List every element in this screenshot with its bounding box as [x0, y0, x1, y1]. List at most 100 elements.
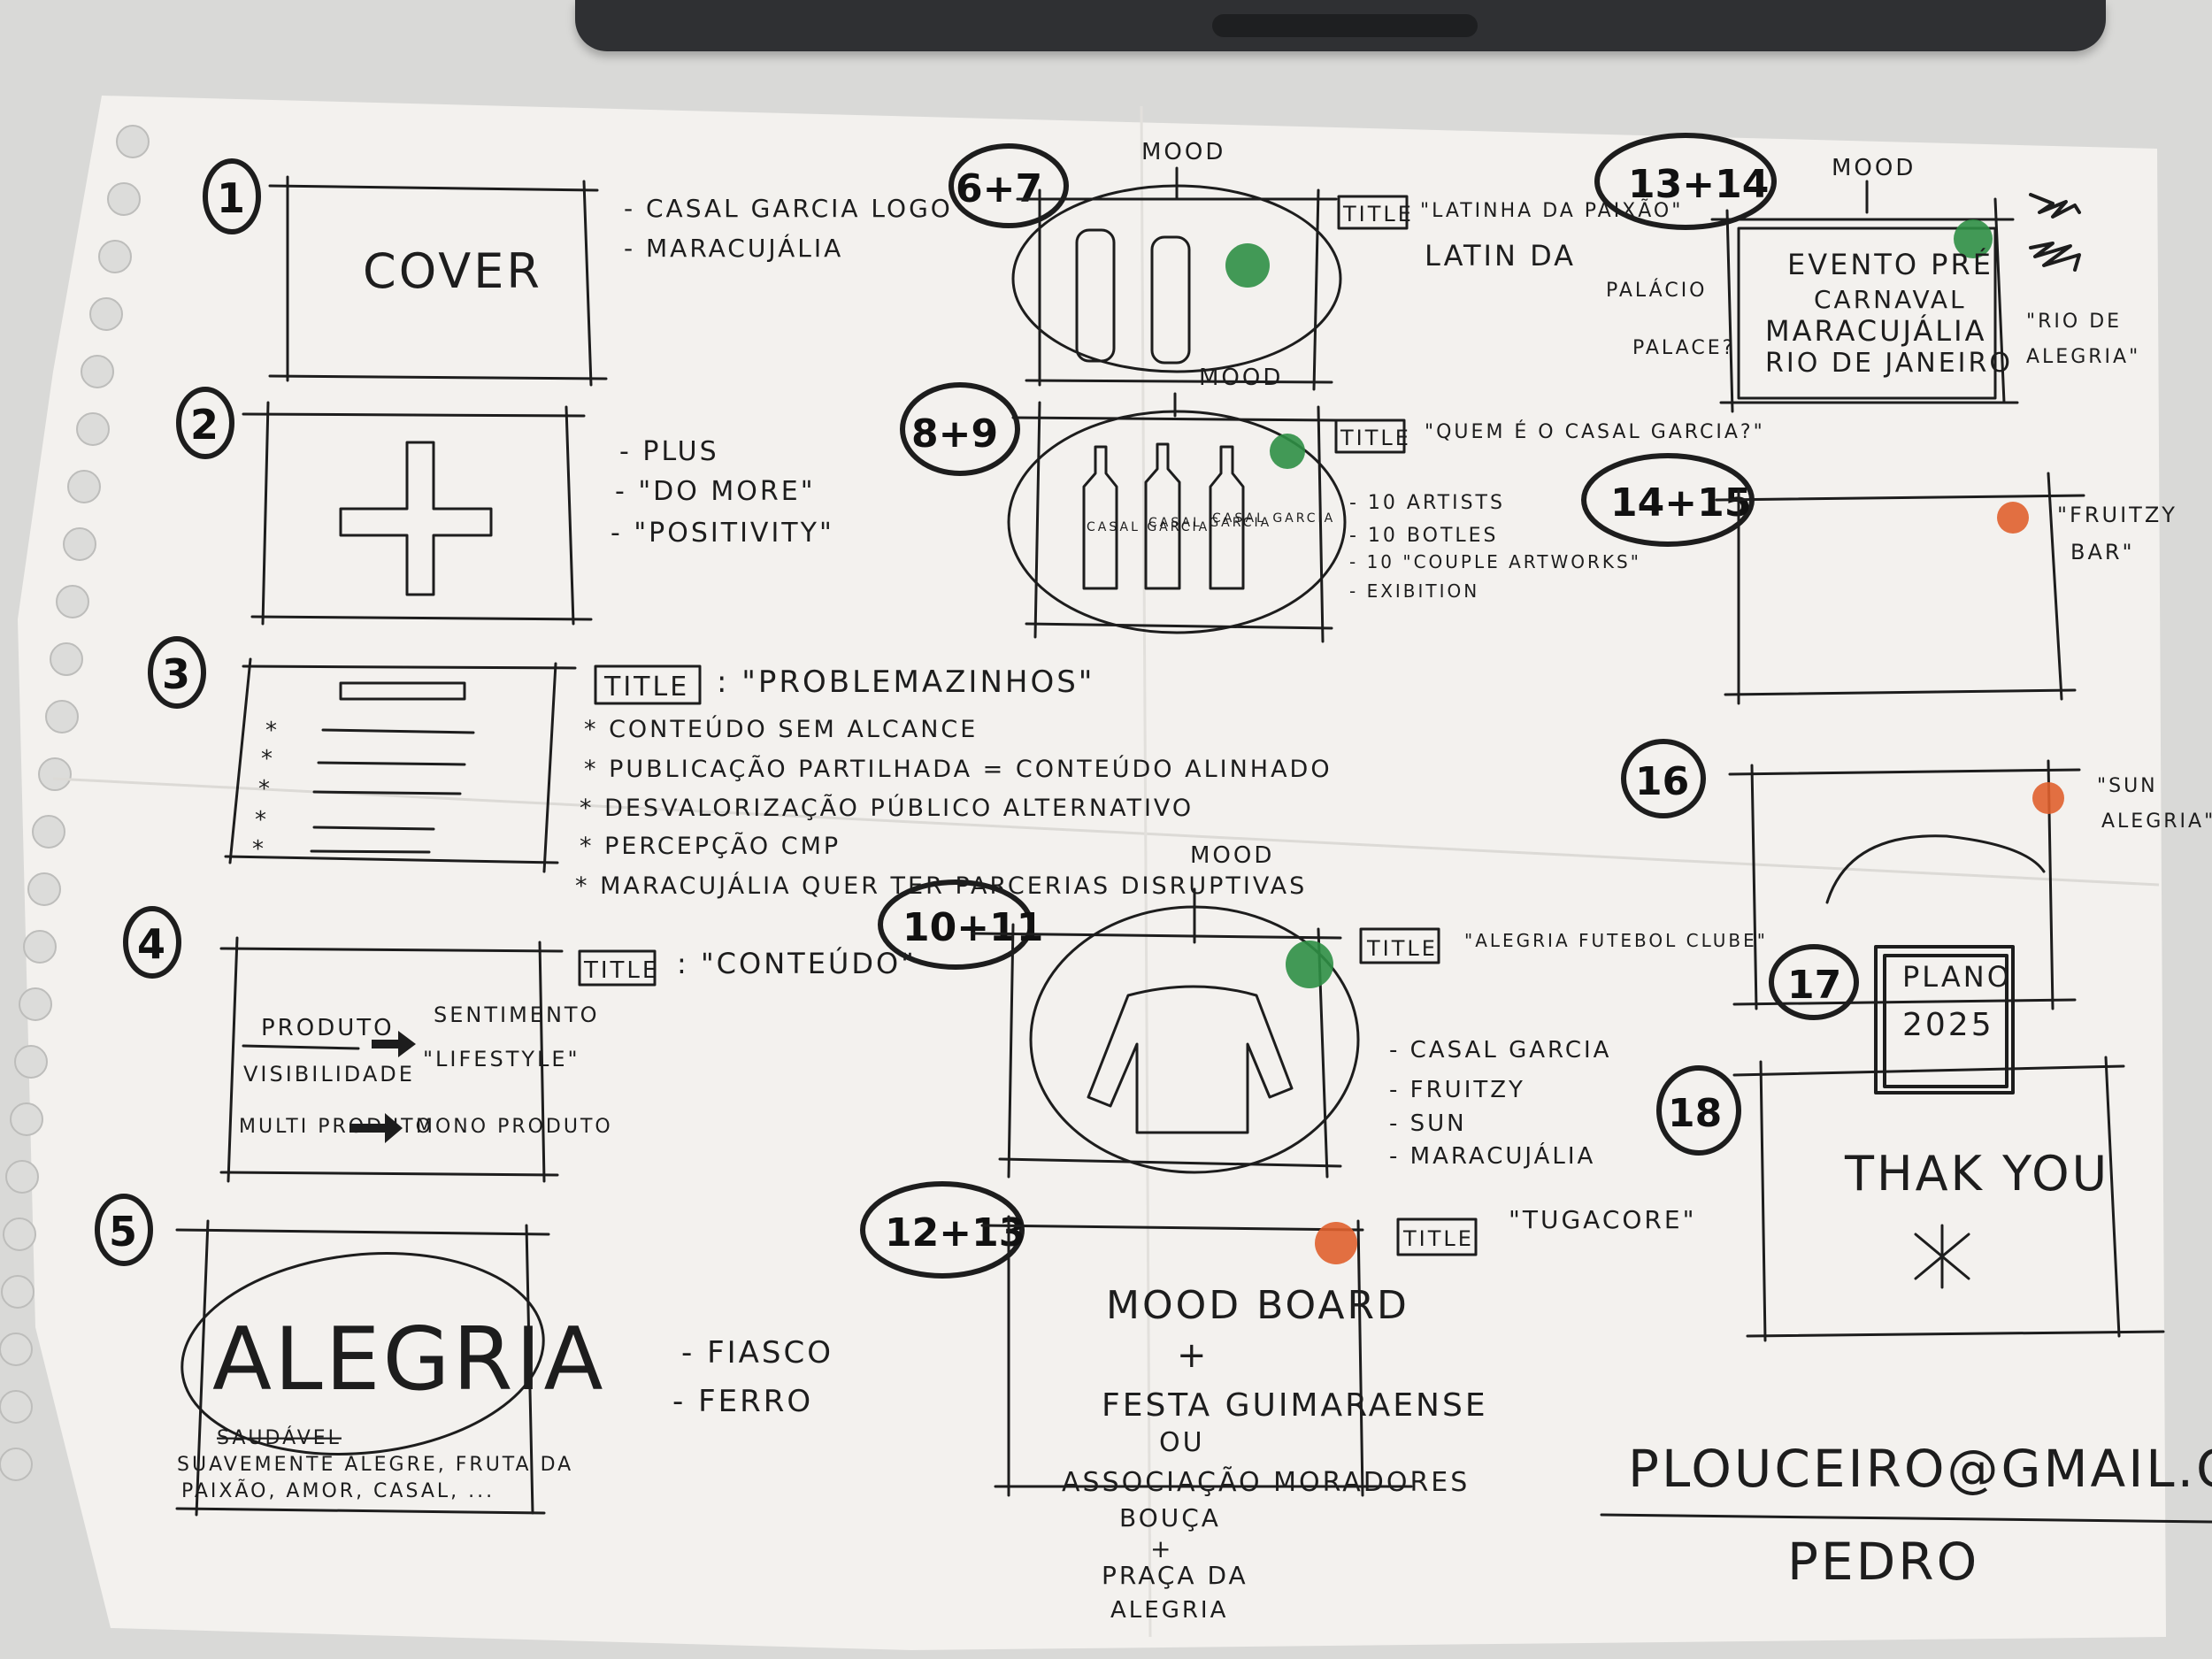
note-line: - FERRO [672, 1384, 813, 1419]
slide-content: ALEGRIA [212, 1310, 606, 1410]
svg-text:*: * [261, 746, 275, 772]
note-line: - SUN [1389, 1110, 1467, 1137]
content-text: VISIBILIDADE [243, 1062, 415, 1087]
slide-number: 14+15 [1610, 480, 1751, 526]
content-text: + [1177, 1335, 1210, 1376]
bullet-line: * PERCEPÇÃO CMP [580, 832, 841, 860]
content-text: RIO DE JANEIRO [1765, 348, 2013, 379]
slide-number: 12+13 [885, 1210, 1025, 1256]
green-dot [1286, 941, 1333, 988]
content-text: FESTA GUIMARAENSE [1102, 1387, 1488, 1424]
note-line: - 10 BOTLES [1349, 525, 1499, 547]
slide-title: "TUGACORE" [1509, 1205, 1696, 1234]
bullet-line: * DESVALORIZAÇÃO PÚBLICO ALTERNATIVO [580, 794, 1194, 822]
svg-text:*: * [265, 718, 280, 744]
note-line: - MARACUJÁLIA [624, 233, 843, 263]
content-text: MARACUJÁLIA [1765, 314, 1986, 348]
note-line: ALEGRIA" [2101, 810, 2212, 833]
mood-label: MOOD [1832, 155, 1916, 181]
content-text: "LIFESTYLE" [423, 1047, 580, 1071]
side-note: PALACE? [1632, 337, 1735, 359]
slide-number: 1 [217, 174, 245, 222]
content-text: MULTI PRODUTO [239, 1116, 434, 1138]
note-line: "FRUITZY [2057, 503, 2177, 527]
contact-name: PEDRO [1787, 1532, 1979, 1592]
svg-text:*: * [252, 836, 266, 863]
content-text: PRAÇA DA [1102, 1561, 1248, 1590]
slide-title: "QUEM É O CASAL GARCIA?" [1425, 420, 1765, 443]
note-line: - "DO MORE" [615, 476, 816, 507]
green-dot [1270, 434, 1305, 469]
orange-dot [2032, 782, 2064, 814]
svg-text:*: * [255, 807, 269, 833]
mood-label: MOOD [1199, 365, 1283, 391]
mood-label: MOOD [1141, 139, 1225, 165]
note-line: - FRUITZY [1389, 1077, 1525, 1103]
title-tag: TITLE [603, 672, 689, 703]
content-text: CARNAVAL [1814, 285, 1967, 314]
content-text: OU [1159, 1427, 1205, 1458]
title-tag: TITLE [1402, 1226, 1474, 1251]
content-text: SUAVEMENTE ALEGRE, FRUTA DA [177, 1454, 573, 1476]
note-line: - "POSITIVITY" [611, 518, 834, 549]
content-text: PAIXÃO, AMOR, CASAL, ... [181, 1479, 495, 1502]
green-dot [1225, 243, 1270, 288]
note-line: - PLUS [619, 436, 719, 467]
note-line: "SUN [2097, 775, 2158, 797]
side-note: PALÁCIO [1606, 279, 1708, 302]
note-line: "RIO DE [2026, 311, 2122, 333]
content-text: MOOD BOARD [1106, 1283, 1409, 1328]
contact-email: PLOUCEIRO@GMAIL.COM [1628, 1439, 2212, 1499]
slide-number: 4 [137, 920, 165, 968]
orange-dot [1997, 502, 2029, 534]
note-line: - CASAL GARCIA [1389, 1037, 1611, 1064]
slide-content: THAK YOU [1844, 1146, 2109, 1202]
slide-number: 2 [190, 401, 219, 449]
content-text: + [1150, 1534, 1173, 1563]
note-line: - MARACUJÁLIA [1389, 1141, 1595, 1170]
title-tag: TITLE [1342, 202, 1414, 227]
content-text: PRODUTO [261, 1015, 395, 1041]
mood-label: MOOD [1190, 842, 1274, 869]
note-line: ALEGRIA" [2026, 346, 2140, 368]
slide-title: : "CONTEÚDO" [677, 946, 917, 980]
slide-number: 13+14 [1628, 162, 1769, 207]
note-line: LATIN DA [1425, 239, 1576, 273]
slide-number: 17 [1787, 963, 1841, 1008]
slide-title: : "PROBLEMAZINHOS" [717, 664, 1094, 700]
slide-number: 3 [162, 650, 190, 698]
content-text: EVENTO PRÉ [1787, 248, 1993, 281]
content-text: ALEGRIA [1110, 1597, 1228, 1624]
slide-number: 16 [1635, 759, 1689, 804]
slide-number: 6+7 [956, 166, 1042, 211]
slide-number: 8+9 [911, 411, 998, 457]
note-line: - EXIBITION [1349, 580, 1479, 602]
slide-title: "ALEGRIA FUTEBOL CLUBE" [1464, 930, 1768, 951]
struck-word: SAUDÁVEL [217, 1426, 342, 1449]
note-line: - FIASCO [681, 1335, 833, 1371]
bullet-line: * MARACUJÁLIA QUER TER PARCERIAS DISRUPT… [575, 872, 1307, 900]
title-tag: TITLE [583, 957, 659, 984]
slide-content: COVER [363, 243, 542, 299]
note-line: - CASAL GARCIA LOGO [624, 194, 953, 223]
slide-number: 10+11 [902, 905, 1043, 950]
content-text: PLANO [1902, 960, 2012, 994]
slide-number: 5 [109, 1208, 137, 1256]
bullet-line: * PUBLICAÇÃO PARTILHADA = CONTEÚDO ALINH… [584, 755, 1333, 783]
content-text: 2025 [1902, 1007, 1994, 1043]
title-tag: TITLE [1340, 426, 1411, 450]
slide-number: 18 [1668, 1091, 1722, 1136]
title-tag: TITLE [1366, 936, 1438, 961]
content-text: BOUÇA [1119, 1503, 1221, 1532]
note-line: - 10 "COUPLE ARTWORKS" [1349, 551, 1641, 572]
content-text: ASSOCIAÇÃO MORADORES [1062, 1466, 1470, 1498]
content-text: MONO PRODUTO [416, 1116, 613, 1138]
bottle-label: CASAL GARCIA [1212, 511, 1335, 526]
content-text: SENTIMENTO [434, 1002, 599, 1027]
orange-dot [1315, 1222, 1357, 1264]
svg-text:*: * [258, 776, 273, 803]
note-line: BAR" [2070, 540, 2135, 565]
note-line: - 10 ARTISTS [1349, 492, 1505, 514]
bullet-line: * CONTEÚDO SEM ALCANCE [584, 715, 978, 743]
